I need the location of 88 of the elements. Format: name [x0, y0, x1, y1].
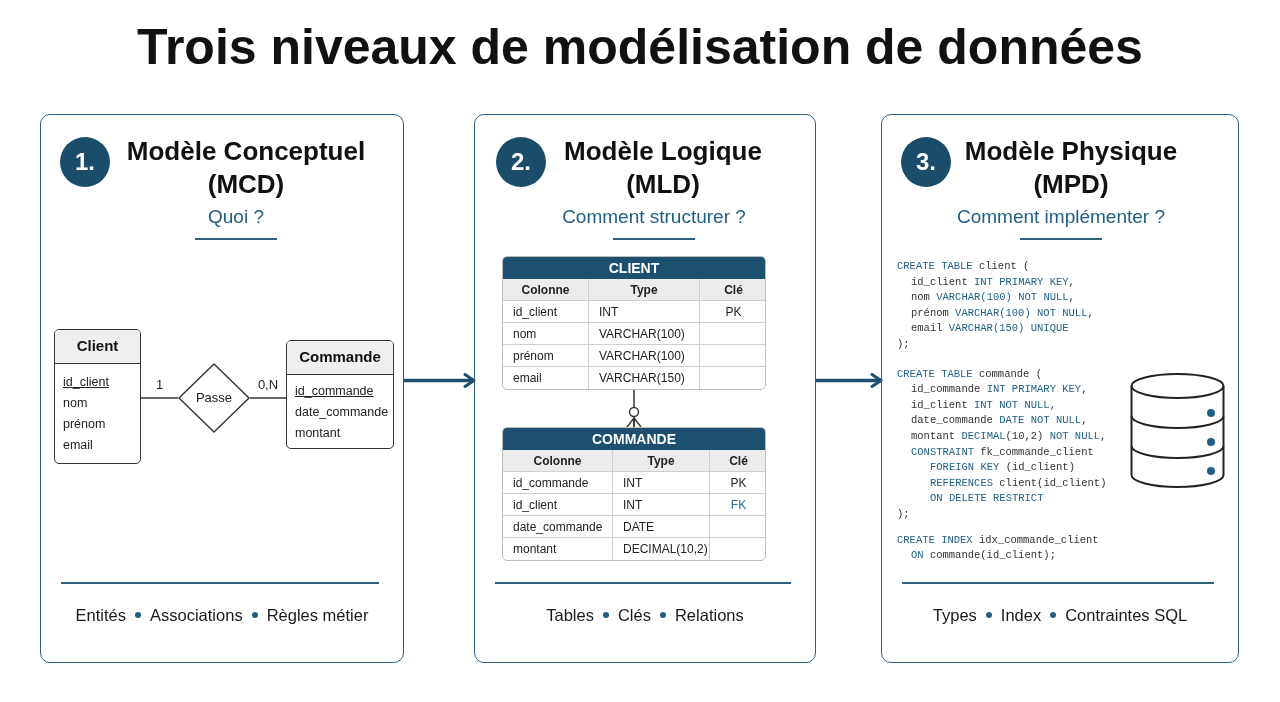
- column-header: Colonne: [503, 450, 613, 471]
- footer-item: Contraintes SQL: [1065, 605, 1188, 626]
- code-line: ON DELETE RESTRICT: [930, 491, 1044, 507]
- column-name: montant: [503, 538, 613, 560]
- column-type: INT: [613, 472, 710, 493]
- panel-subtitle: Comment implémenter ?: [957, 205, 1165, 229]
- panel: [881, 114, 1239, 663]
- code-line: CREATE INDEX idx_commande_client: [897, 532, 1099, 548]
- footer-item: Clés: [617, 605, 651, 626]
- footer-item: Types: [932, 605, 977, 626]
- code-line: CREATE TABLE client (: [897, 259, 1030, 274]
- table-title: COMMANDE: [503, 428, 765, 450]
- attribute-name: prénom: [63, 416, 106, 433]
- column-name: prénom: [503, 345, 589, 366]
- footer-item: Associations: [150, 605, 243, 626]
- number-badge: 2.: [496, 137, 546, 187]
- code-line: REFERENCES client(id_client): [930, 475, 1107, 491]
- code-line: nom VARCHAR(100) NOT NULL,: [911, 290, 1075, 306]
- code-line: ON commande(id_client);: [911, 548, 1056, 564]
- column-header: Clé: [728, 452, 749, 470]
- code-line: montant DECIMAL(10,2) NOT NULL,: [911, 428, 1107, 444]
- entity-box: [54, 329, 141, 464]
- connector-line: [140, 397, 179, 399]
- attribute-name: montant: [295, 425, 341, 442]
- column-name: nom: [503, 323, 589, 344]
- relationship-line: [626, 389, 642, 428]
- relationship-name: Passe: [195, 389, 233, 408]
- arrow: [404, 373, 476, 388]
- column-header: Type: [613, 450, 710, 471]
- code-line: CREATE TABLE commande (: [897, 366, 1042, 382]
- key-attribute: id_client: [63, 374, 109, 391]
- panel-heading: Modèle Physique (MPD): [963, 135, 1179, 201]
- column-type: DATE: [613, 516, 710, 537]
- code-line: CONSTRAINT fk_commande_client: [911, 444, 1094, 460]
- panel: [40, 114, 404, 663]
- entity-box: [286, 340, 394, 449]
- footer-item: Index: [1000, 605, 1042, 626]
- column-type: INT: [613, 494, 710, 515]
- attribute-name: nom: [63, 395, 88, 412]
- entity-name: Commande: [287, 341, 393, 375]
- panel-subtitle: Comment structurer ?: [562, 205, 746, 229]
- code-line: );: [897, 336, 910, 352]
- arrow: [816, 373, 883, 388]
- code-line: date_commande DATE NOT NULL,: [911, 413, 1088, 429]
- panel-heading: Modèle Conceptuel (MCD): [125, 135, 367, 201]
- column-header: Clé: [723, 281, 744, 299]
- attribute-name: date_commande: [295, 404, 389, 421]
- footer-item: Règles métier: [266, 605, 369, 626]
- table: [502, 427, 766, 561]
- code-line: prénom VARCHAR(100) NOT NULL,: [911, 305, 1094, 321]
- entity-name: Client: [55, 330, 140, 364]
- table-title: CLIENT: [503, 257, 765, 279]
- column-name: date_commande: [503, 516, 613, 537]
- attribute-name: email: [63, 437, 93, 454]
- relationship-diamond: [178, 363, 250, 433]
- number-badge: 1.: [60, 137, 110, 187]
- column-type: DECIMAL(10,2): [613, 538, 710, 560]
- code-line: id_commande INT PRIMARY KEY,: [911, 382, 1088, 398]
- column-type: VARCHAR(150): [589, 367, 700, 389]
- key-label: FK: [729, 496, 748, 514]
- column-header: Colonne: [503, 279, 589, 300]
- code-line: email VARCHAR(150) UNIQUE: [911, 321, 1069, 337]
- key-label: PK: [729, 474, 748, 492]
- code-line: id_client INT PRIMARY KEY,: [911, 274, 1075, 290]
- key-label: PK: [724, 303, 743, 321]
- code-line: );: [897, 506, 910, 522]
- panel-subtitle: Quoi ?: [208, 205, 264, 229]
- connector-line: [249, 397, 287, 399]
- column-name: id_commande: [503, 472, 613, 493]
- number-badge: 3.: [901, 137, 951, 187]
- code-line: id_client INT NOT NULL,: [911, 397, 1056, 413]
- panel-heading: Modèle Logique (MLD): [563, 135, 763, 201]
- footer-item: Tables: [546, 605, 594, 626]
- cardinality-label: 0,N: [255, 377, 281, 393]
- column-name: email: [503, 367, 589, 389]
- page-title: Trois niveaux de modélisation de données: [137, 18, 1143, 76]
- column-type: VARCHAR(100): [589, 323, 700, 344]
- column-header: Type: [589, 279, 700, 300]
- key-attribute: id_commande: [295, 383, 374, 400]
- panel: [474, 114, 816, 663]
- code-line: FOREIGN KEY (id_client): [930, 460, 1075, 476]
- table: [502, 256, 766, 390]
- column-name: id_client: [503, 301, 589, 322]
- footer-item: Entités: [75, 605, 126, 626]
- column-type: INT: [589, 301, 700, 322]
- footer-item: Relations: [674, 605, 744, 626]
- column-type: VARCHAR(100): [589, 345, 700, 366]
- column-name: id_client: [503, 494, 613, 515]
